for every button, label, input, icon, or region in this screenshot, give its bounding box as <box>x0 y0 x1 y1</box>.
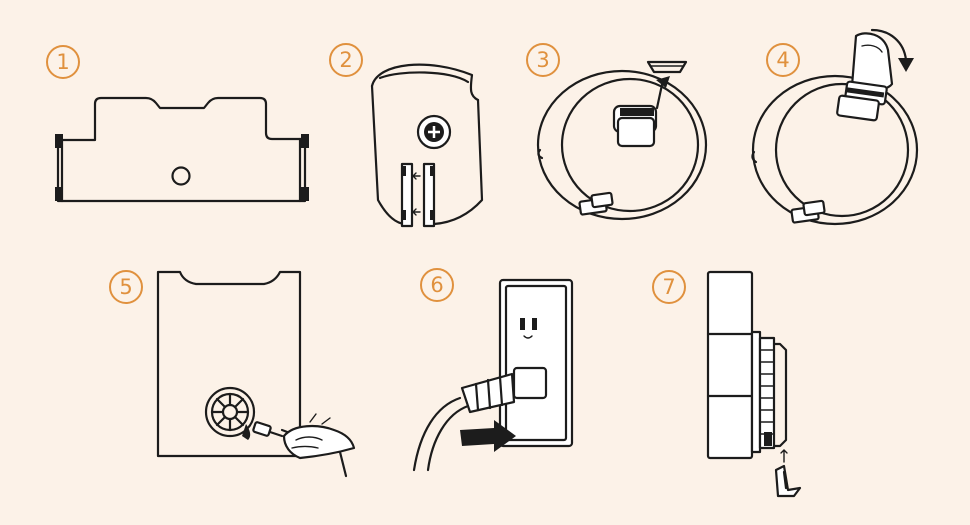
step-badge-2: 2 <box>329 43 363 77</box>
wall-outlet-with-plug-illustration <box>412 278 574 472</box>
ring-twist-cap-illustration <box>751 28 919 226</box>
step-number: 6 <box>430 272 444 297</box>
cylinder-closing-illustration <box>370 63 484 228</box>
step-badge-6: 6 <box>420 268 454 302</box>
step-badge-3: 3 <box>526 43 560 77</box>
step-badge-5: 5 <box>109 270 143 304</box>
step-badge-4: 4 <box>766 43 800 77</box>
step-number: 4 <box>776 47 790 72</box>
panel-with-port-illustration <box>156 270 356 478</box>
step-badge-1: 1 <box>46 45 80 79</box>
step-badge-7: 7 <box>652 270 686 304</box>
step-number: 7 <box>662 274 676 299</box>
step-number: 3 <box>536 47 550 72</box>
step-number: 2 <box>339 47 353 72</box>
flat-panel-illustration <box>55 96 309 203</box>
side-view-unit-illustration <box>706 270 802 498</box>
ring-with-cap-illustration <box>536 60 708 221</box>
step-number: 5 <box>119 274 133 299</box>
step-number: 1 <box>56 49 70 74</box>
